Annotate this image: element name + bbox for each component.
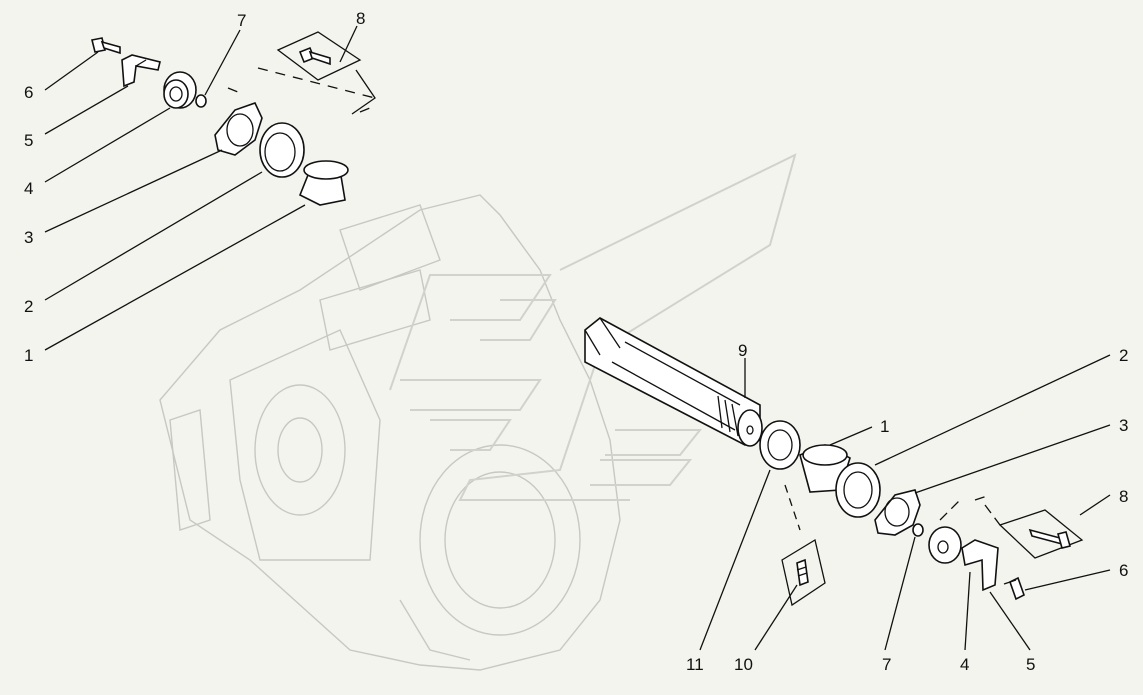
label-3-left: 3 — [24, 228, 33, 247]
seal-ring-part — [259, 122, 305, 178]
bolt-detail-callout-right — [939, 494, 1084, 559]
label-4-right: 4 — [960, 655, 969, 674]
bracket-part — [121, 54, 161, 88]
left-parts-group — [44, 25, 376, 351]
bolt-detail-callout — [227, 31, 376, 115]
flange-part-right — [874, 489, 921, 536]
bracket-part-right — [961, 539, 999, 592]
label-2-left: 2 — [24, 297, 33, 316]
seal-ring-part-right — [835, 462, 881, 518]
right-parts-group — [584, 317, 1111, 651]
label-5-left: 5 — [24, 131, 33, 150]
label-4-left: 4 — [24, 179, 33, 198]
bearing-cap-part — [163, 71, 197, 109]
bearing-cap-part-right — [928, 526, 962, 564]
label-1-left: 1 — [24, 346, 33, 365]
spline-insert-callout — [781, 484, 826, 607]
washer-part — [195, 94, 207, 108]
ring-part — [759, 420, 801, 470]
label-9-right: 9 — [738, 341, 747, 360]
bolt-part — [91, 37, 121, 55]
label-5-right: 5 — [1026, 655, 1035, 674]
washer-part-right — [912, 523, 924, 537]
label-1-right: 1 — [880, 417, 889, 436]
bushing-part — [298, 160, 349, 206]
label-7-right: 7 — [882, 655, 891, 674]
label-6-left: 6 — [24, 83, 33, 102]
label-11-right: 11 — [686, 655, 704, 674]
label-8-left: 8 — [356, 9, 365, 28]
label-7-left: 7 — [237, 11, 246, 30]
splined-shaft-part — [584, 317, 763, 447]
part-number-labels: 6 5 4 3 2 1 7 8 9 1 2 3 8 6 11 10 7 4 5 — [24, 9, 1128, 674]
flange-part — [214, 102, 263, 156]
label-3-right: 3 — [1119, 416, 1128, 435]
label-8-right: 8 — [1119, 487, 1128, 506]
gearbox-housing-background — [159, 194, 621, 671]
label-2-right: 2 — [1119, 346, 1128, 365]
label-10-right: 10 — [734, 655, 753, 674]
label-6-right: 6 — [1119, 561, 1128, 580]
watermark-logo — [389, 153, 797, 501]
bolt-part-right — [1003, 576, 1025, 601]
